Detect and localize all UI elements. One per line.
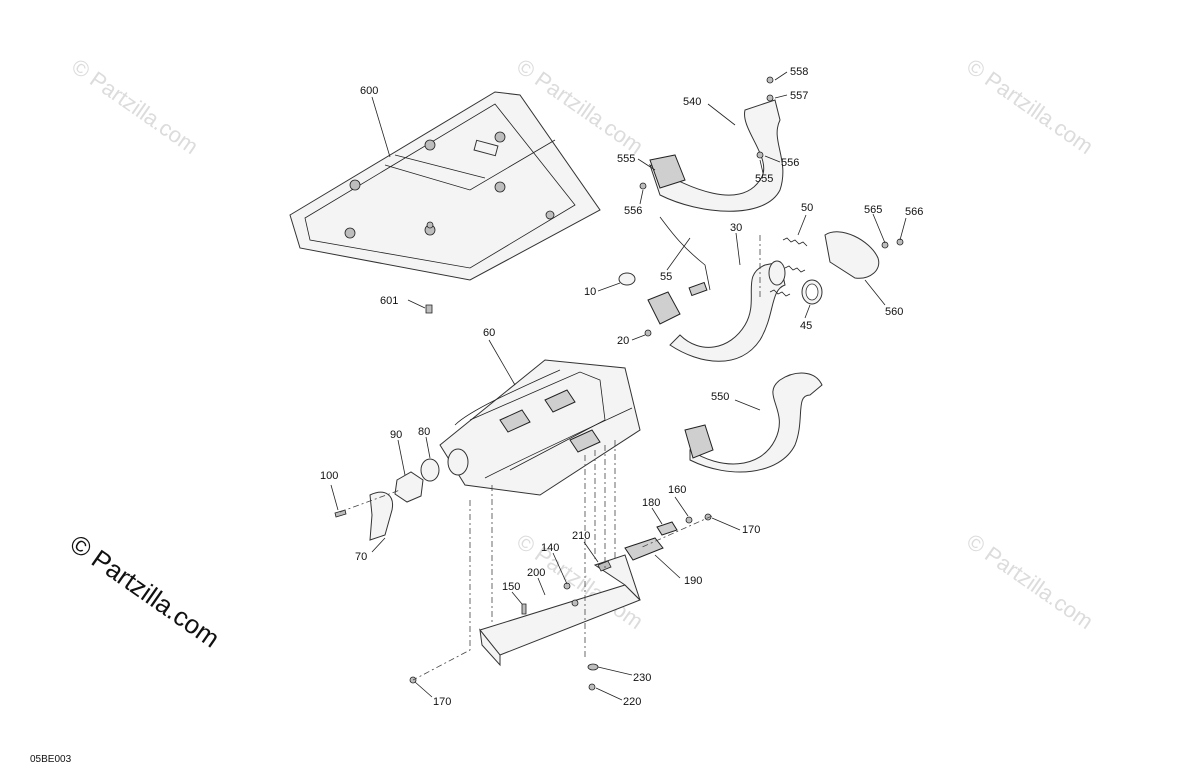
watermark-bottom-left: © Partzilla.com [65, 528, 226, 653]
part-180-bushing [656, 521, 678, 536]
callout-540[interactable]: 540 [683, 96, 701, 108]
callouts: 600 601 540 558 557 555 556 555 556 50 5… [320, 66, 923, 708]
callout-45[interactable]: 45 [800, 320, 812, 332]
part-90-flange [394, 471, 424, 503]
callout-600[interactable]: 600 [360, 85, 378, 97]
callout-555-right[interactable]: 555 [755, 173, 773, 185]
callout-557[interactable]: 557 [790, 90, 808, 102]
watermark-bottom-right: © Partzilla.com [962, 529, 1098, 635]
diagram-code: 05BE003 [30, 754, 72, 765]
callout-210[interactable]: 210 [572, 530, 590, 542]
callout-90[interactable]: 90 [390, 429, 402, 441]
callout-60[interactable]: 60 [483, 327, 495, 339]
callout-180[interactable]: 180 [642, 497, 660, 509]
callout-190[interactable]: 190 [684, 575, 702, 587]
watermark-top-left: © Partzilla.com [67, 54, 203, 160]
callout-170-left[interactable]: 170 [433, 696, 451, 708]
part-55-sensor [659, 216, 711, 297]
part-230-washer [587, 663, 599, 671]
callout-550[interactable]: 550 [711, 391, 729, 403]
part-30-pipe [647, 260, 786, 362]
callout-230[interactable]: 230 [633, 672, 651, 684]
callout-80[interactable]: 80 [418, 426, 430, 438]
part-560-shield [824, 231, 904, 279]
callout-160[interactable]: 160 [668, 484, 686, 496]
callout-556-left[interactable]: 556 [624, 205, 642, 217]
callout-50[interactable]: 50 [801, 202, 813, 214]
watermarks: © Partzilla.com © Partzilla.com © Partzi… [65, 54, 1098, 654]
callout-601[interactable]: 601 [380, 295, 398, 307]
part-60-muffler [439, 359, 641, 496]
callout-100[interactable]: 100 [320, 470, 338, 482]
assembly-lines [339, 235, 761, 681]
callout-200[interactable]: 200 [527, 567, 545, 579]
part-190-mount [624, 537, 664, 561]
callout-55[interactable]: 55 [660, 271, 672, 283]
part-200-bracket [479, 554, 641, 667]
callout-20[interactable]: 20 [617, 335, 629, 347]
part-80-gasket [420, 458, 440, 482]
part-140-bolt [563, 582, 579, 607]
callout-555-left[interactable]: 555 [617, 153, 635, 165]
part-601-fastener [425, 304, 433, 314]
part-550-shield [684, 372, 823, 473]
part-150-bolt [521, 603, 527, 615]
part-20-nut [644, 329, 652, 337]
callout-560[interactable]: 560 [885, 306, 903, 318]
part-45-ring [801, 279, 823, 305]
part-220-nut [588, 683, 596, 691]
callout-70[interactable]: 70 [355, 551, 367, 563]
part-100-bolt [334, 509, 347, 518]
leader-lines [330, 71, 907, 701]
callout-558[interactable]: 558 [790, 66, 808, 78]
part-10-gasket [618, 272, 636, 286]
part-600-plate [289, 91, 601, 281]
watermark-top-right: © Partzilla.com [962, 54, 1098, 160]
callout-566[interactable]: 566 [905, 206, 923, 218]
part-540-shield [639, 76, 784, 212]
callout-140[interactable]: 140 [541, 542, 559, 554]
callout-10[interactable]: 10 [584, 286, 596, 298]
part-50-springs [769, 237, 808, 297]
callout-220[interactable]: 220 [623, 696, 641, 708]
callout-556-right[interactable]: 556 [781, 157, 799, 169]
part-170-nut-right [704, 513, 712, 521]
callout-150[interactable]: 150 [502, 581, 520, 593]
part-160-washer [685, 516, 693, 524]
part-70-elbow [369, 491, 394, 541]
callout-170-right[interactable]: 170 [742, 524, 760, 536]
callout-565[interactable]: 565 [864, 204, 882, 216]
callout-30[interactable]: 30 [730, 222, 742, 234]
